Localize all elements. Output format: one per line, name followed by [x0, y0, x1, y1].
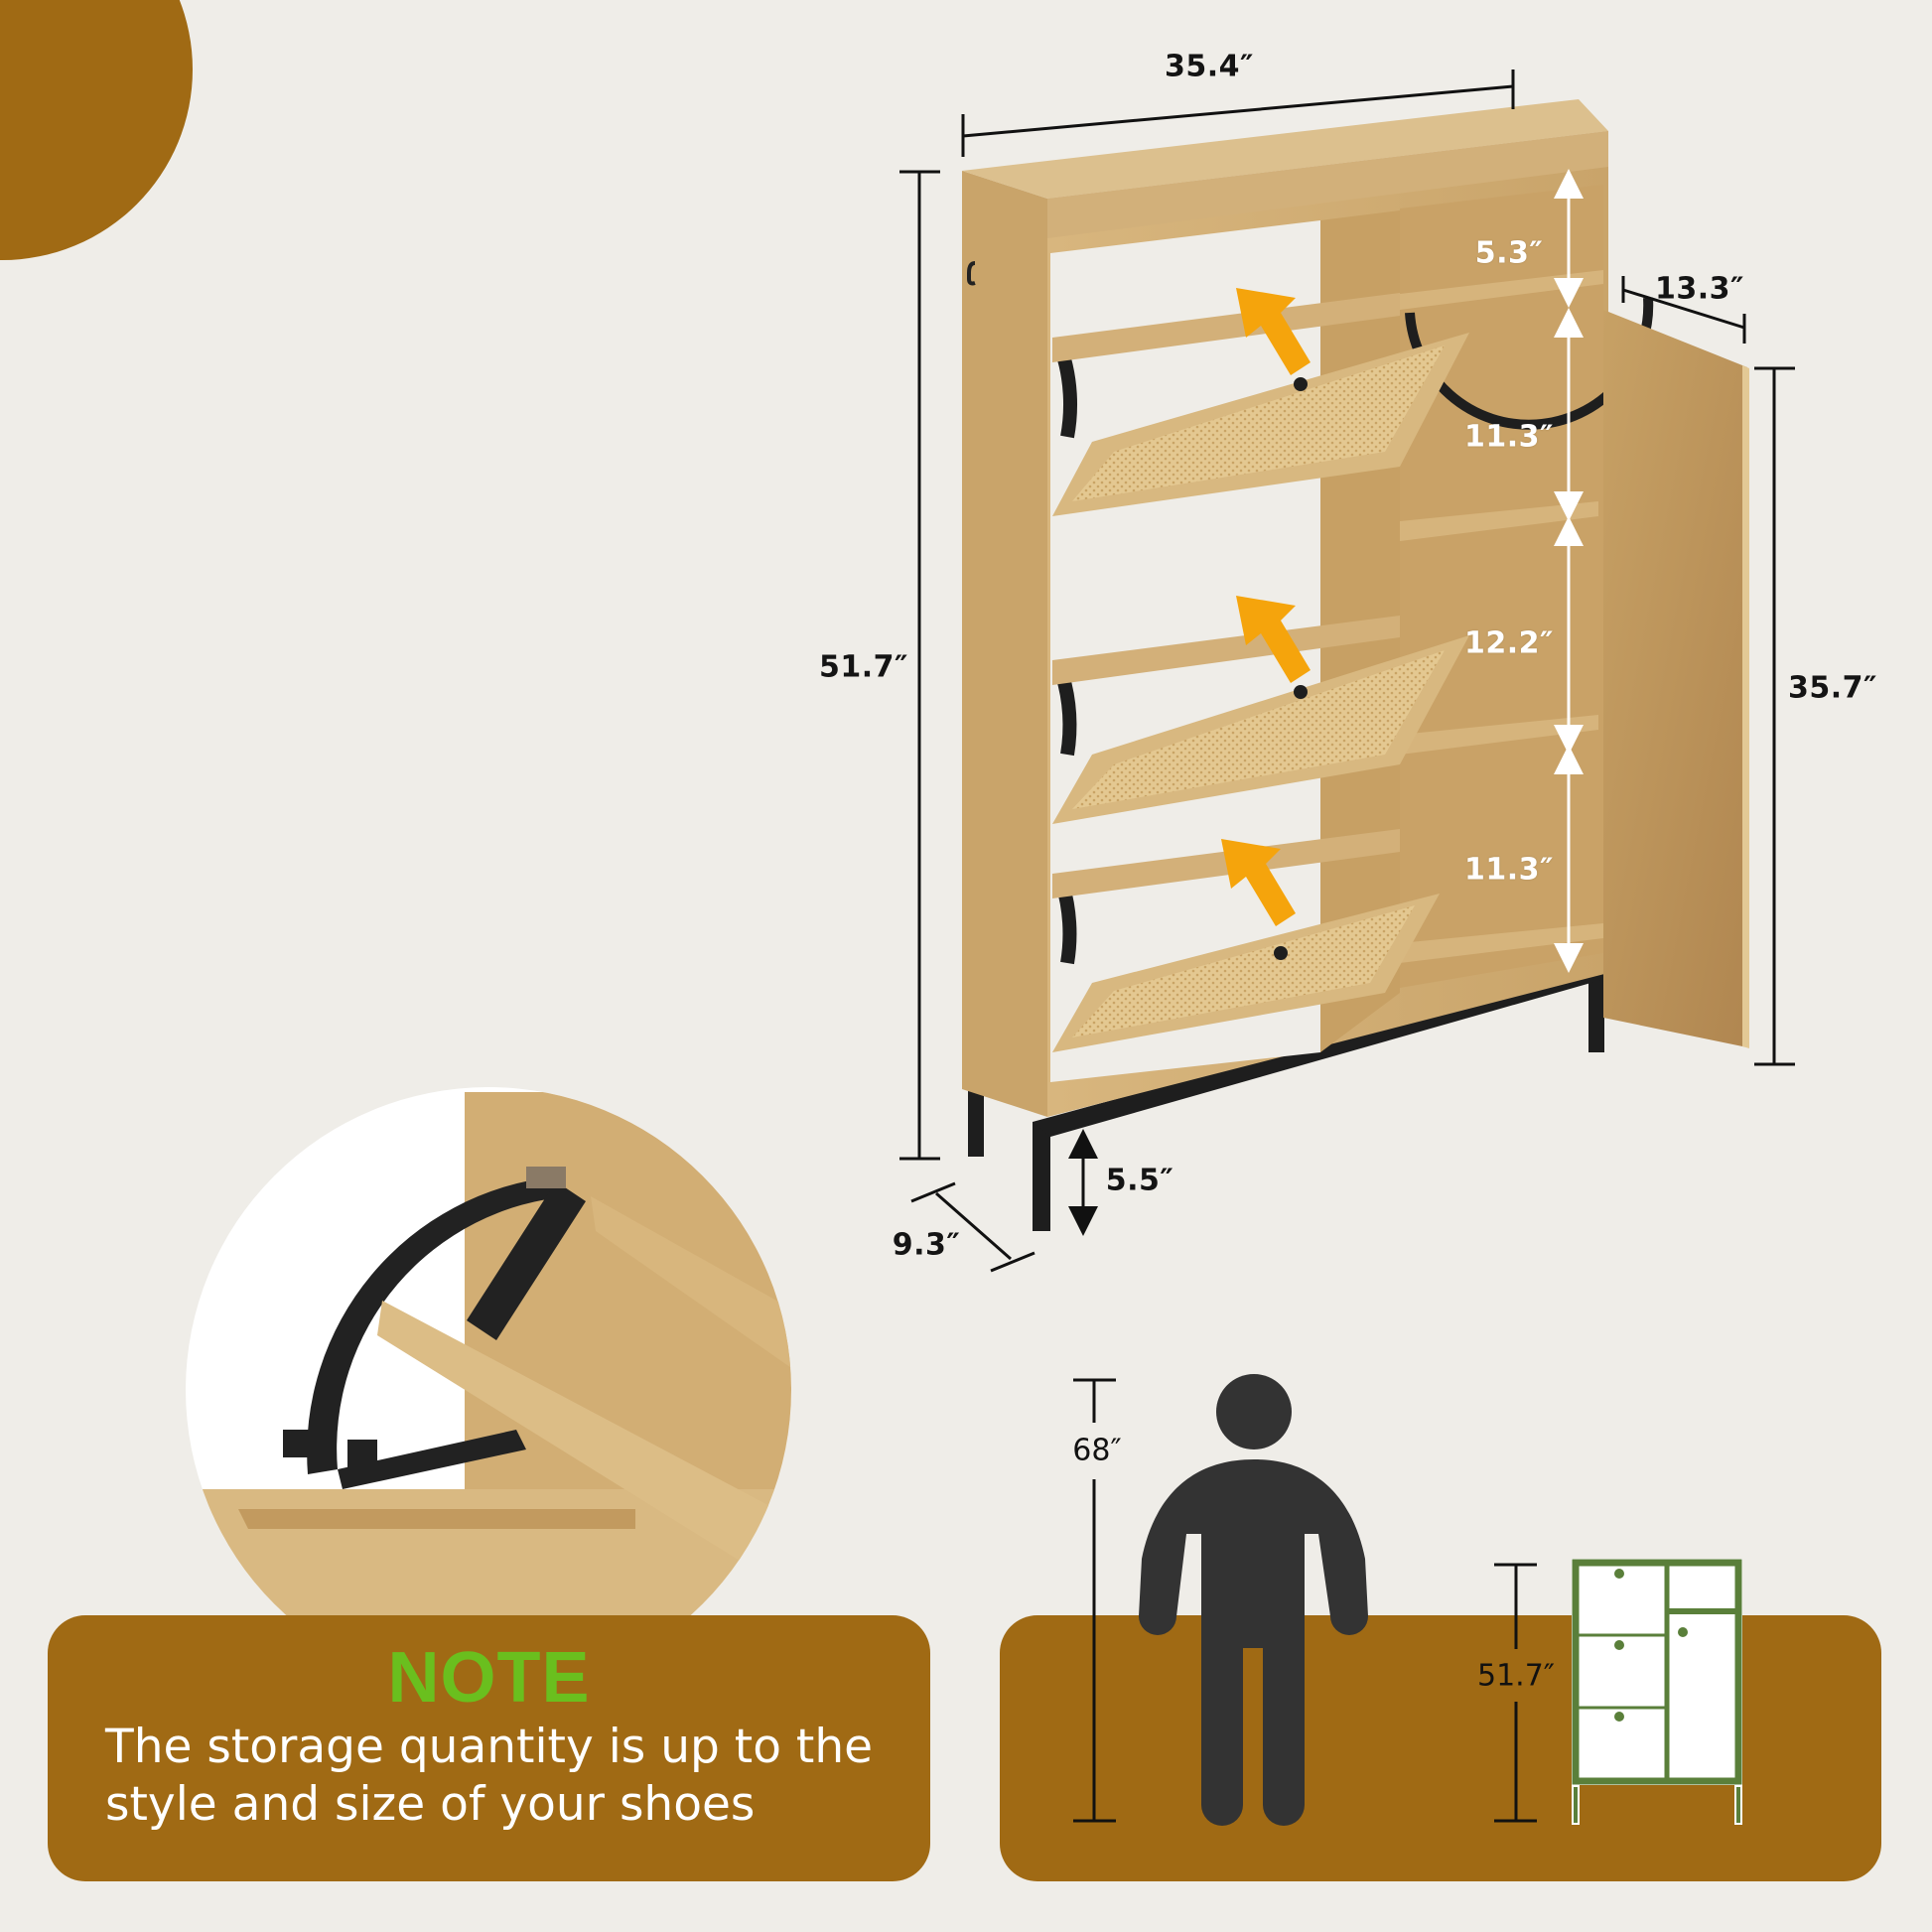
width-dimension-line [961, 69, 1515, 157]
cabinet-height-label: 51.7″ [1476, 1658, 1556, 1694]
side-panel [962, 171, 1047, 1117]
note-title: NOTE [387, 1638, 591, 1718]
flip-drawer-1 [1052, 293, 1654, 516]
door-width-label: 13.3″ [1655, 271, 1744, 307]
width-label: 35.4″ [1165, 49, 1254, 84]
cabinet-height-line [1494, 1563, 1537, 1823]
door-width-dimension-line [1621, 276, 1746, 344]
cabinet-door [1603, 310, 1747, 1047]
person-height-line [1073, 1378, 1116, 1823]
note-body: The storage quantity is up to the style … [105, 1720, 874, 1832]
flip-arrow-icons [1221, 288, 1311, 926]
cabinet-top [962, 99, 1608, 199]
person-height-label: 68″ [1072, 1433, 1122, 1468]
shelves [1400, 270, 1603, 963]
door-height-label: 35.7″ [1788, 670, 1877, 706]
person-silhouette-icon [1139, 1374, 1368, 1826]
height-dimension-line [899, 170, 940, 1161]
top-compartment-label: 5.3″ [1474, 235, 1544, 271]
shelf-1-label: 11.3″ [1464, 419, 1554, 455]
note-panel: NOTE The storage quantity is up to the s… [48, 1615, 930, 1881]
coat-hook [967, 261, 976, 286]
shelf-2-label: 12.2″ [1464, 625, 1554, 661]
shelf-3-label: 11.3″ [1464, 852, 1554, 888]
mini-cabinet-icon [1572, 1559, 1742, 1825]
depth-dimension-line [910, 1181, 1035, 1273]
height-label: 51.7″ [819, 649, 908, 685]
leg-height-label: 5.5″ [1105, 1163, 1174, 1198]
flip-drawer-2 [1052, 616, 1469, 824]
depth-label: 9.3″ [892, 1227, 961, 1263]
door-height-dimension-line [1754, 366, 1795, 1066]
hinge-bracket-icon [307, 1176, 571, 1474]
